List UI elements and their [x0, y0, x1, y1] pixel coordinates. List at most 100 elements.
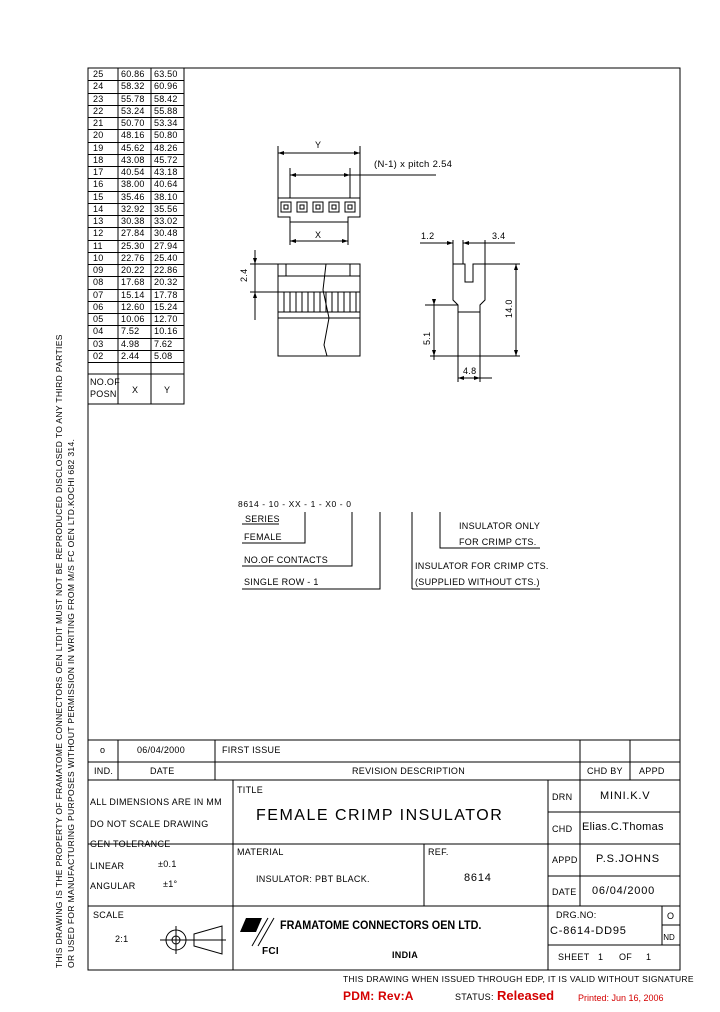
table-row [88, 190, 184, 192]
table-cell-posn: 08 [93, 277, 104, 288]
table-row [88, 362, 184, 363]
part-code-insulator-for-2: (SUPPLIED WITHOUT CTS.) [415, 577, 540, 587]
revision-header-appd: APPD [639, 766, 665, 776]
table-row [88, 325, 184, 327]
table-cell-posn: 09 [93, 265, 104, 275]
table-cell-y: 63.50 [154, 69, 178, 79]
dimension-table-grid [87, 67, 185, 405]
table-cell-posn: 25 [93, 69, 104, 79]
table-row [88, 117, 184, 118]
chd-label: CHD [552, 824, 573, 834]
table-row [88, 80, 184, 82]
table-cell-y: 58.42 [154, 93, 178, 104]
table-row [88, 264, 184, 265]
dim-1-2-label: 1.2 [421, 231, 435, 241]
revision-header-date: DATE [150, 766, 175, 776]
table-cell-posn: 17 [93, 167, 104, 177]
table-cell-posn: 23 [93, 93, 104, 104]
dim-pitch-label: (N-1) x pitch 2.54 [374, 159, 453, 170]
table-row [88, 166, 184, 167]
scale-label: SCALE [93, 910, 125, 920]
table-cell-y: 33.02 [154, 216, 178, 226]
table-cell-y: 35.56 [154, 203, 178, 214]
table-cell-posn: 06 [93, 301, 104, 312]
table-cell-y: 50.80 [154, 130, 178, 141]
table-cell-y: 10.16 [154, 326, 178, 337]
title-label: TITLE [237, 785, 264, 795]
table-cell-y: 15.24 [154, 301, 178, 312]
dim-3-4-label: 3.4 [492, 231, 506, 241]
part-code-contacts: NO.OF CONTACTS [244, 555, 329, 565]
table-cell-posn: 19 [93, 142, 104, 153]
table-cell-y: 45.72 [154, 154, 178, 165]
table-row [88, 104, 184, 106]
table-cell-posn: 24 [93, 81, 104, 92]
table-row [88, 141, 184, 143]
dimension-arrows [240, 151, 518, 932]
table-cell-posn: 15 [93, 191, 104, 202]
table-cell-posn: 10 [93, 252, 104, 263]
table-cell-y: 20.32 [154, 277, 178, 288]
table-cell-y: 30.48 [154, 228, 178, 239]
table-cell-y: 27.94 [154, 240, 178, 251]
table-cell-posn: 21 [93, 118, 104, 128]
table-cell-x: 27.84 [121, 228, 145, 239]
table-cell-x: 45.62 [121, 142, 145, 153]
table-cell-x: 25.30 [121, 240, 145, 251]
table-cell-x: 10.06 [121, 314, 145, 324]
table-cell-x: 17.68 [121, 277, 145, 288]
table-row [88, 251, 184, 253]
table-cell-y: 55.88 [154, 105, 178, 116]
dim-y-label: Y [315, 140, 322, 150]
table-cell-x: 35.46 [121, 191, 145, 202]
drg-no-value: C-8614-DD95 [550, 925, 627, 937]
note-angular-label: ANGULAR [90, 881, 136, 891]
drn-label: DRN [552, 792, 573, 802]
fci-logo-marks [251, 917, 275, 947]
table-cell-x: 30.38 [121, 216, 145, 226]
dim-14-0-label: 14.0 [504, 299, 514, 318]
status-label: STATUS: [455, 992, 494, 1002]
table-cell-x: 32.92 [121, 203, 145, 214]
note-dimensions: ALL DIMENSIONS ARE IN MM [90, 797, 222, 807]
ref-value: 8614 [464, 872, 492, 884]
table-cell-posn: 02 [93, 350, 104, 361]
table-cell-posn: 12 [93, 228, 104, 239]
revision-date: 06/04/2000 [137, 745, 186, 755]
chd-value: Elias.C.Thomas [582, 821, 664, 833]
revision-header-description: REVISION DESCRIPTION [352, 766, 466, 776]
table-cell-x: 22.76 [121, 252, 145, 263]
of-label: OF [619, 952, 633, 962]
table-cell-posn: 13 [93, 216, 104, 226]
table-header-posn-1: NO.OF [90, 377, 120, 387]
table-cell-x: 38.00 [121, 179, 145, 190]
table-row [88, 288, 184, 290]
table-row [88, 92, 184, 94]
material-value: INSULATOR: PBT BLACK. [256, 874, 370, 884]
table-cell-x: 60.86 [121, 69, 145, 79]
table-row [88, 215, 184, 216]
status-value[interactable]: Released [497, 988, 555, 1003]
table-cell-posn: 14 [93, 203, 104, 214]
table-cell-x: 58.32 [121, 81, 145, 92]
table-cell-posn: 04 [93, 326, 104, 337]
table-cell-y: 22.86 [154, 265, 178, 275]
table-cell-posn: 11 [93, 240, 103, 251]
revision-header-chd: CHD BY [587, 766, 623, 776]
table-cell-y: 17.78 [154, 289, 178, 300]
table-cell-posn: 07 [93, 289, 104, 300]
country: INDIA [392, 950, 418, 960]
date-value: 06/04/2000 [592, 885, 656, 897]
pdm-revision: PDM: Rev:A [343, 989, 414, 1003]
table-cell-x: 48.16 [121, 130, 145, 141]
part-code-insulator-only-2: FOR CRIMP CTS. [459, 537, 537, 547]
table-row [88, 349, 184, 351]
table-cell-x: 12.60 [121, 301, 145, 312]
part-code-single-row: SINGLE ROW - 1 [244, 577, 319, 587]
table-cell-posn: 20 [93, 130, 104, 141]
dim-4-8-label: 4.8 [463, 366, 477, 376]
table-row [88, 300, 184, 302]
drg-no-label: DRG.NO: [556, 910, 597, 920]
table-row [88, 337, 184, 339]
